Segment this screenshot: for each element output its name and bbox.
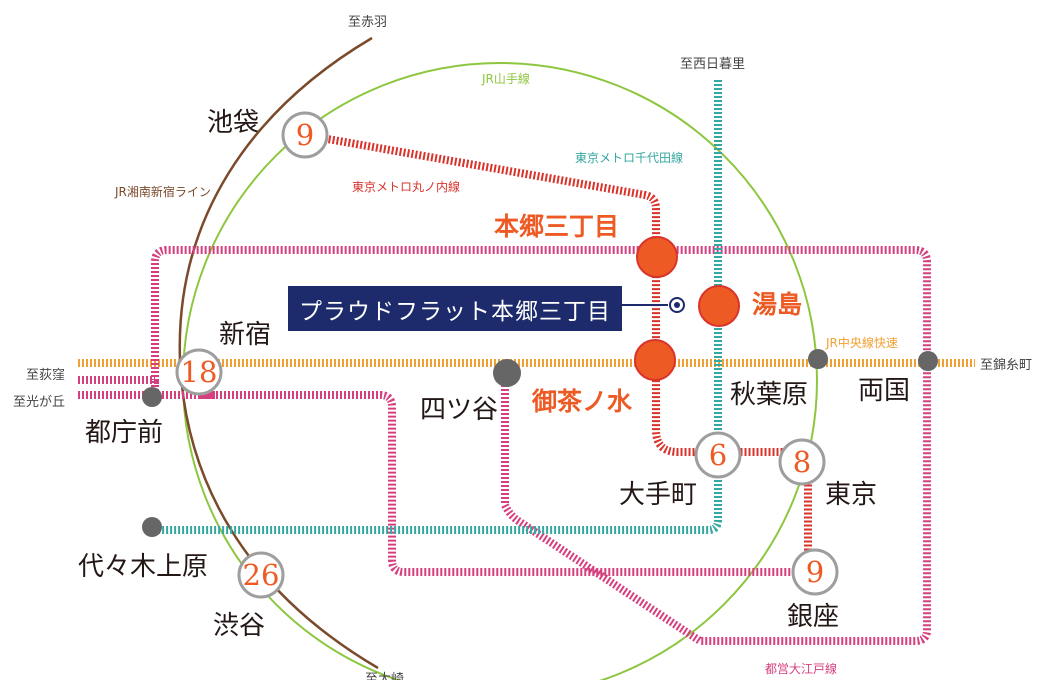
yoyogi-uehara-dot — [142, 517, 162, 537]
label-ryogoku: 両国 — [858, 376, 910, 406]
svg-text:9: 9 — [296, 118, 314, 152]
property-name: プラウドフラット本郷三丁目 — [299, 298, 611, 325]
label-tochomae: 都庁前 — [85, 418, 163, 448]
property-name-callout: プラウドフラット本郷三丁目 — [288, 286, 622, 331]
chiyoda-line — [152, 80, 722, 534]
svg-text:6: 6 — [709, 438, 727, 472]
dir-ogikubo: 至荻窪 — [26, 367, 65, 383]
tochomae-dot — [142, 387, 162, 407]
label-shinjuku: 新宿 — [219, 320, 271, 350]
marunouchi-line — [304, 131, 812, 572]
ginza-minutes: 9 — [791, 548, 839, 596]
ikebukuro-minutes: 9 — [281, 111, 329, 159]
dir-kinshicho: 至錦糸町 — [980, 357, 1032, 373]
hongo-sanchome-dot — [636, 236, 678, 278]
shinjuku-minutes: 18 — [175, 348, 223, 396]
oedo-line — [78, 246, 931, 645]
label-akihabara: 秋葉原 — [730, 380, 808, 410]
svg-text:18: 18 — [181, 355, 218, 389]
yotsuya-dot — [493, 359, 521, 387]
dir-hikarigaoka: 至光が丘 — [13, 395, 65, 410]
dir-osaki: 至大崎 — [365, 672, 404, 680]
tokyo-minutes: 8 — [778, 438, 826, 486]
ryogoku-dot — [918, 351, 938, 371]
label-yotsuya: 四ツ谷 — [420, 395, 498, 425]
otemachi-minutes: 6 — [694, 431, 742, 479]
akihabara-dot — [808, 349, 828, 369]
label-shibuya: 渋谷 — [213, 611, 265, 641]
chuo-rapid-label: JR中央線快速 — [825, 335, 898, 350]
svg-text:9: 9 — [806, 555, 824, 589]
chiyoda-label: 東京メトロ千代田線 — [575, 150, 683, 165]
yushima-dot — [698, 285, 740, 327]
svg-text:26: 26 — [243, 558, 280, 592]
svg-text:8: 8 — [793, 445, 811, 479]
oedo-label: 都営大江戸線 — [765, 661, 837, 676]
label-yushima: 湯島 — [752, 290, 802, 319]
shonan-shinjuku-label: JR湘南新宿ライン — [114, 184, 211, 199]
shibuya-minutes: 26 — [237, 551, 285, 599]
label-ginza: 銀座 — [787, 602, 839, 632]
dir-nishinippori: 至西日暮里 — [680, 57, 745, 72]
label-tokyo: 東京 — [825, 480, 877, 510]
label-hongo: 本郷三丁目 — [494, 212, 619, 241]
label-ochanomizu: 御茶ノ水 — [531, 387, 633, 416]
ochanomizu-dot — [634, 339, 676, 381]
label-ikebukuro: 池袋 — [207, 108, 259, 138]
label-yoyogi-uehara: 代々木上原 — [78, 552, 208, 582]
label-otemachi: 大手町 — [619, 480, 697, 510]
dir-akabane: 至赤羽 — [348, 15, 387, 30]
property-marker-inner — [674, 302, 680, 308]
yamanote-label: JR山手線 — [481, 71, 530, 86]
marunouchi-label: 東京メトロ丸ノ内線 — [352, 179, 460, 194]
